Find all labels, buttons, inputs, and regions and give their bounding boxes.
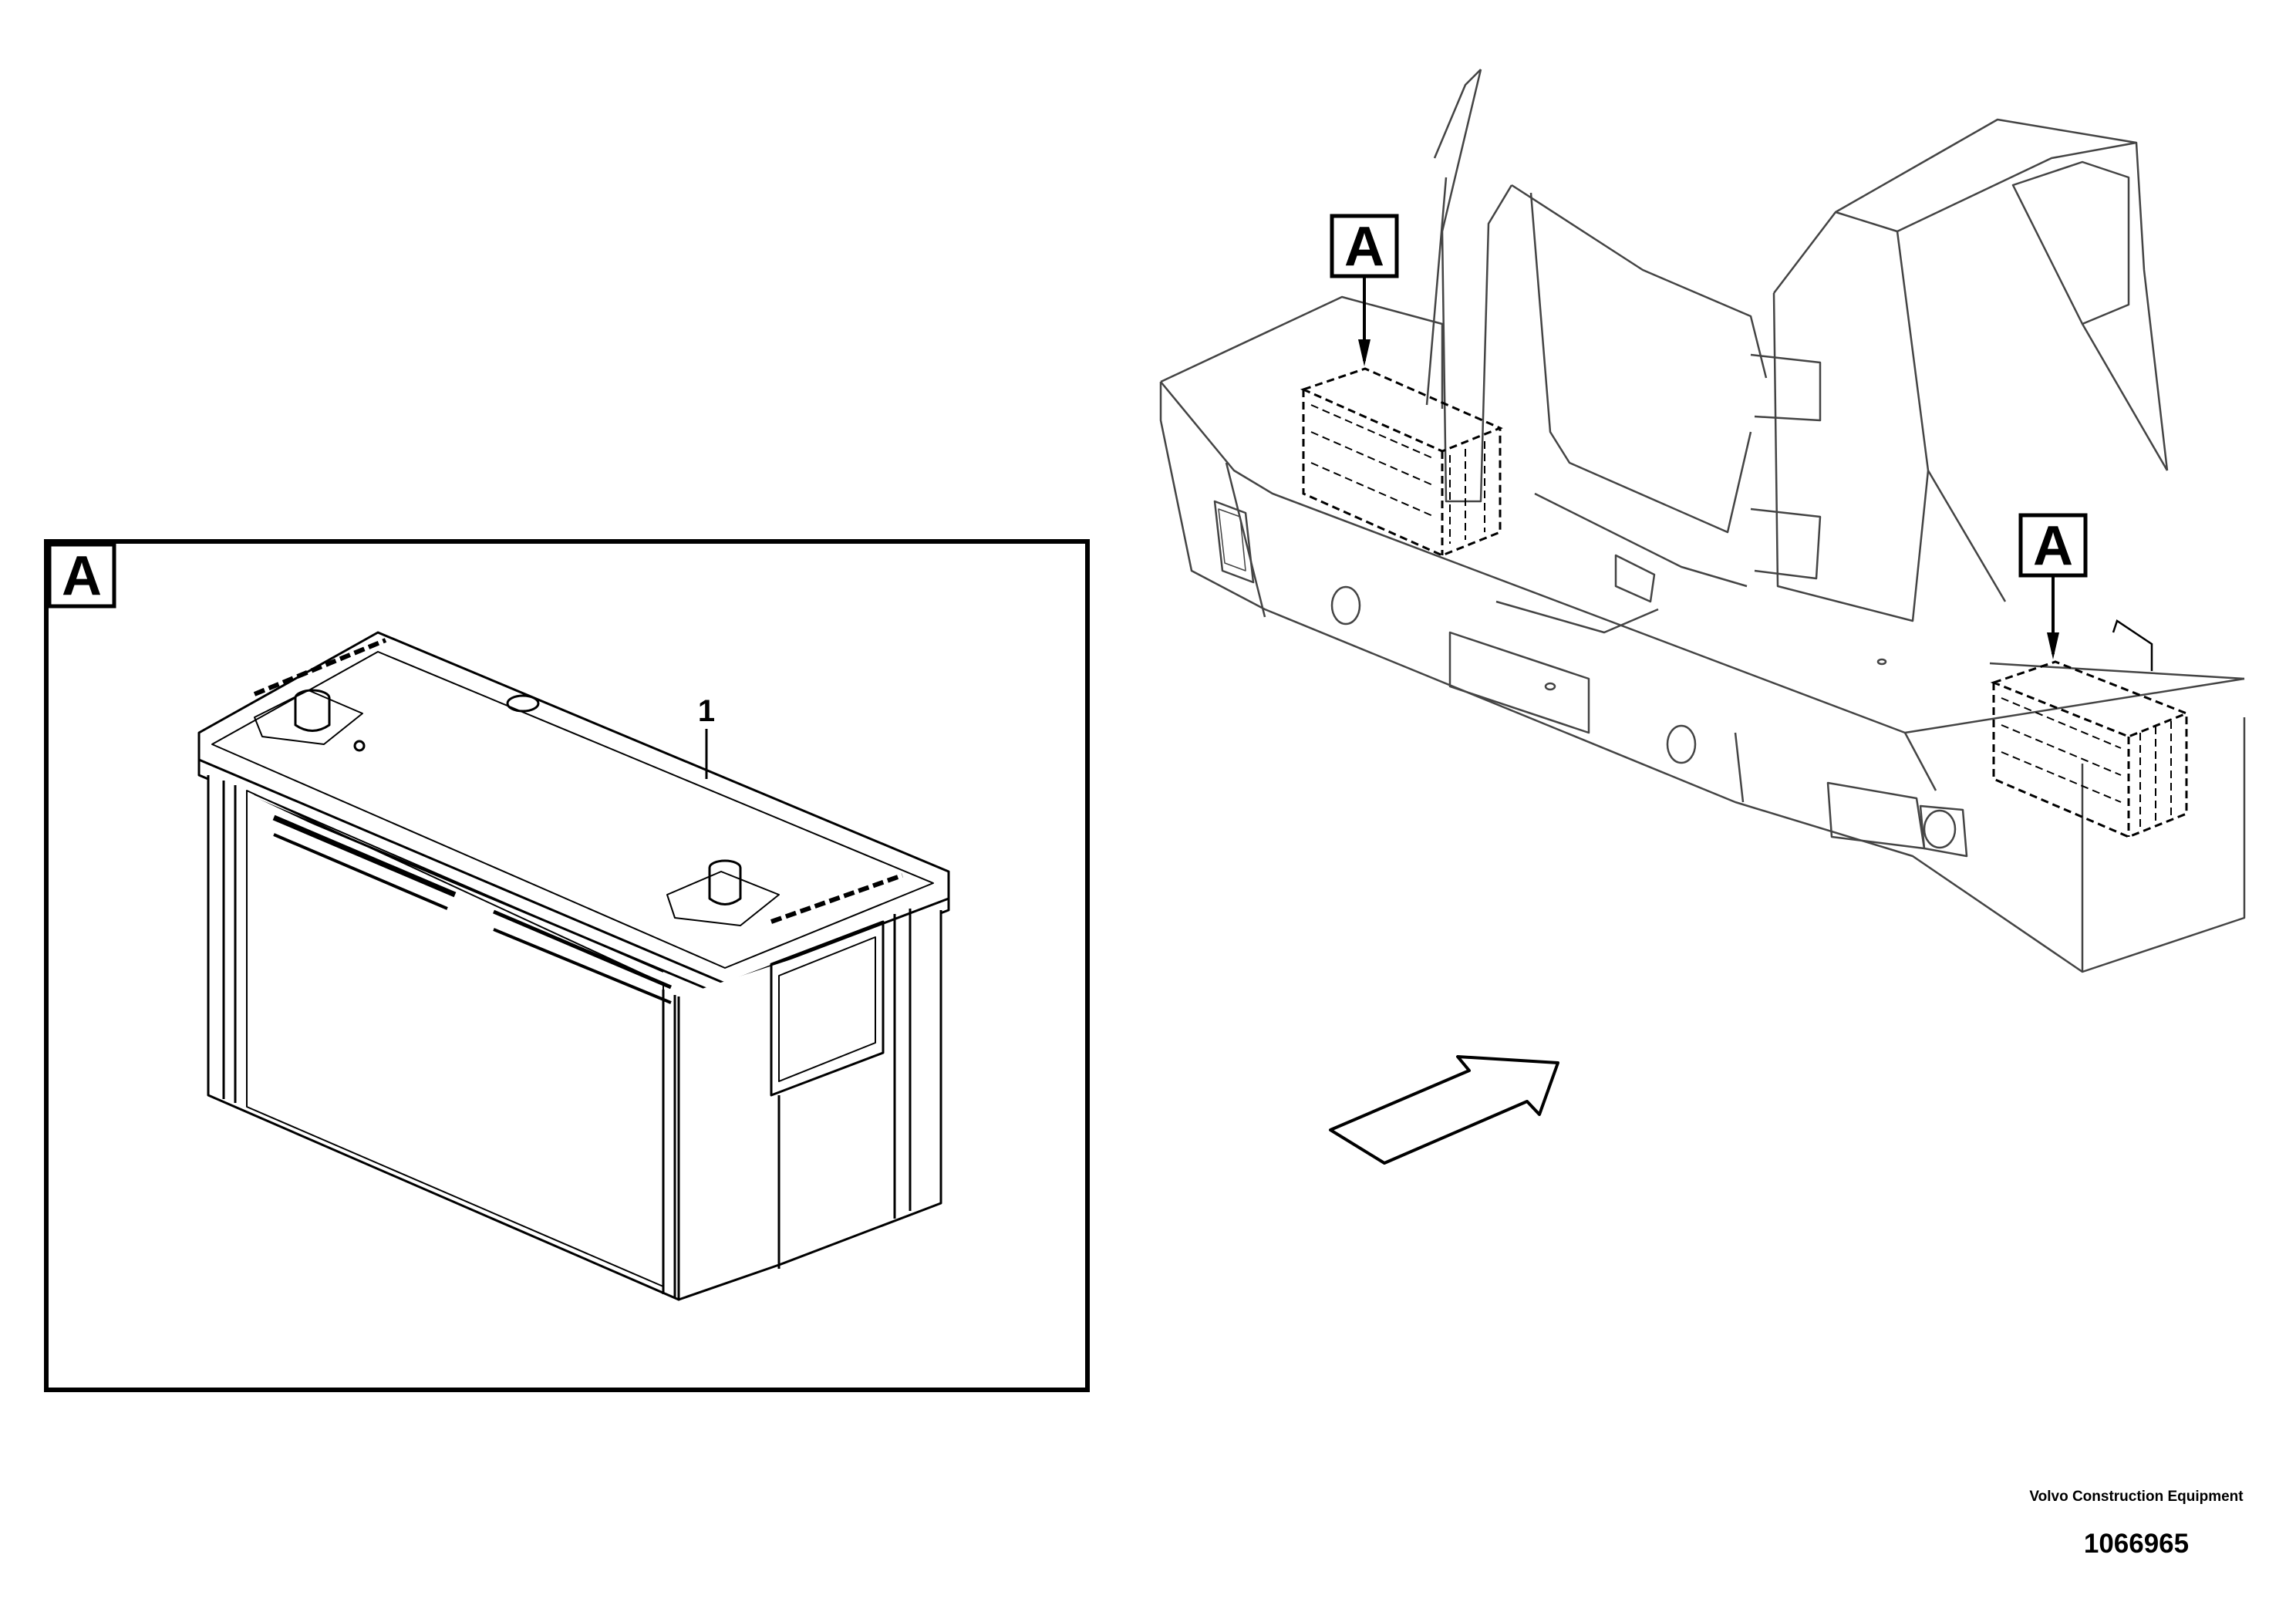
hood-vent	[1750, 508, 1822, 580]
detail-view-a: A	[44, 539, 1090, 1392]
label-stripe	[273, 833, 448, 910]
hood-lower-edge	[2081, 323, 2169, 471]
callout-a-right-label: A	[2033, 515, 2073, 577]
battery-right-body	[1992, 683, 2188, 838]
rear-light-left	[1213, 500, 1255, 584]
battery-lid-inner	[211, 651, 934, 969]
hood-edge	[1835, 211, 2007, 602]
label-stripe	[493, 909, 672, 990]
callout-a-right-arrowhead	[2047, 632, 2059, 659]
battery-label-panel	[246, 790, 664, 1287]
rear-light-right-2	[1919, 804, 1968, 858]
cab-step	[1614, 554, 1656, 603]
frame-outline	[1159, 382, 2246, 973]
hood-top-edge	[1896, 141, 2137, 233]
battery-location-left	[1300, 367, 1503, 557]
callout-a-left-label: A	[1344, 216, 1384, 278]
battery-item-1	[197, 631, 950, 1301]
hood-side	[1772, 292, 1930, 622]
terminal-base	[666, 871, 780, 926]
callout-a-left: A	[1330, 214, 1399, 366]
hitch-pin	[1544, 682, 1556, 691]
frame-hole	[1330, 585, 1361, 626]
battery-right-handle	[2112, 619, 2153, 671]
machine-rear-view	[1159, 69, 2246, 973]
cab-door-frame	[1511, 184, 1768, 379]
cab-pillar	[1441, 69, 1513, 503]
battery-right-detail	[2001, 697, 2122, 803]
battery-item-number: 1	[698, 694, 715, 728]
footer-drawing-number: 1066965	[2083, 1529, 2190, 1559]
footer-company-name: Volvo Construction Equipment	[2029, 1489, 2244, 1505]
frame-top-left	[1160, 295, 1444, 409]
callout-a-left-box	[1330, 214, 1399, 278]
battery-left-detail	[1449, 441, 1485, 544]
rear-light-right	[1826, 781, 1926, 850]
frame-edge	[1903, 732, 1937, 791]
lid-strip	[770, 873, 903, 924]
hitch-recess	[1448, 631, 1590, 734]
frame-hole	[1666, 724, 1697, 764]
frame-edge	[1734, 732, 1745, 803]
terminal-base	[254, 690, 363, 745]
hood-vent	[1750, 353, 1822, 422]
vent-cap	[506, 694, 540, 713]
battery-handle	[770, 920, 885, 1097]
cab-door-opening	[1529, 192, 1752, 534]
rear-light-lens	[1923, 809, 1957, 849]
battery-right-top	[1990, 660, 2190, 738]
battery-right-detail	[2139, 721, 2172, 829]
rear-light-left-inner	[1218, 508, 1246, 572]
cab-post-left	[1425, 69, 1482, 406]
battery-handle-inner	[778, 936, 876, 1082]
detail-label: A	[62, 545, 102, 607]
callout-a-right: A	[2018, 513, 2088, 659]
battery-left-body	[1302, 389, 1502, 557]
callout-a-left-arrowhead	[1358, 339, 1371, 366]
detail-label-box	[47, 542, 116, 609]
label-stripe	[493, 928, 672, 1004]
frame-top-plate	[1989, 662, 2245, 680]
battery-location-right	[1990, 660, 2190, 838]
terminal-post	[294, 698, 331, 732]
frame-bolt	[1876, 658, 1887, 666]
vent-hole	[353, 740, 366, 752]
detail-frame	[44, 539, 1090, 1392]
label-stripe	[272, 814, 457, 898]
view-direction-arrow-icon	[1329, 1055, 1559, 1165]
frame-top-edge	[1160, 381, 2245, 734]
battery-left-top	[1300, 367, 1503, 453]
lid-strip	[253, 638, 387, 696]
frame-edge	[1225, 462, 1266, 618]
hood-grille	[2011, 160, 2130, 325]
hood-outline	[1773, 118, 2169, 471]
battery-label-line	[254, 794, 664, 973]
cab-floor	[1534, 492, 1748, 588]
hitch-plate	[1495, 600, 1659, 634]
battery-left-detail	[1310, 404, 1435, 518]
